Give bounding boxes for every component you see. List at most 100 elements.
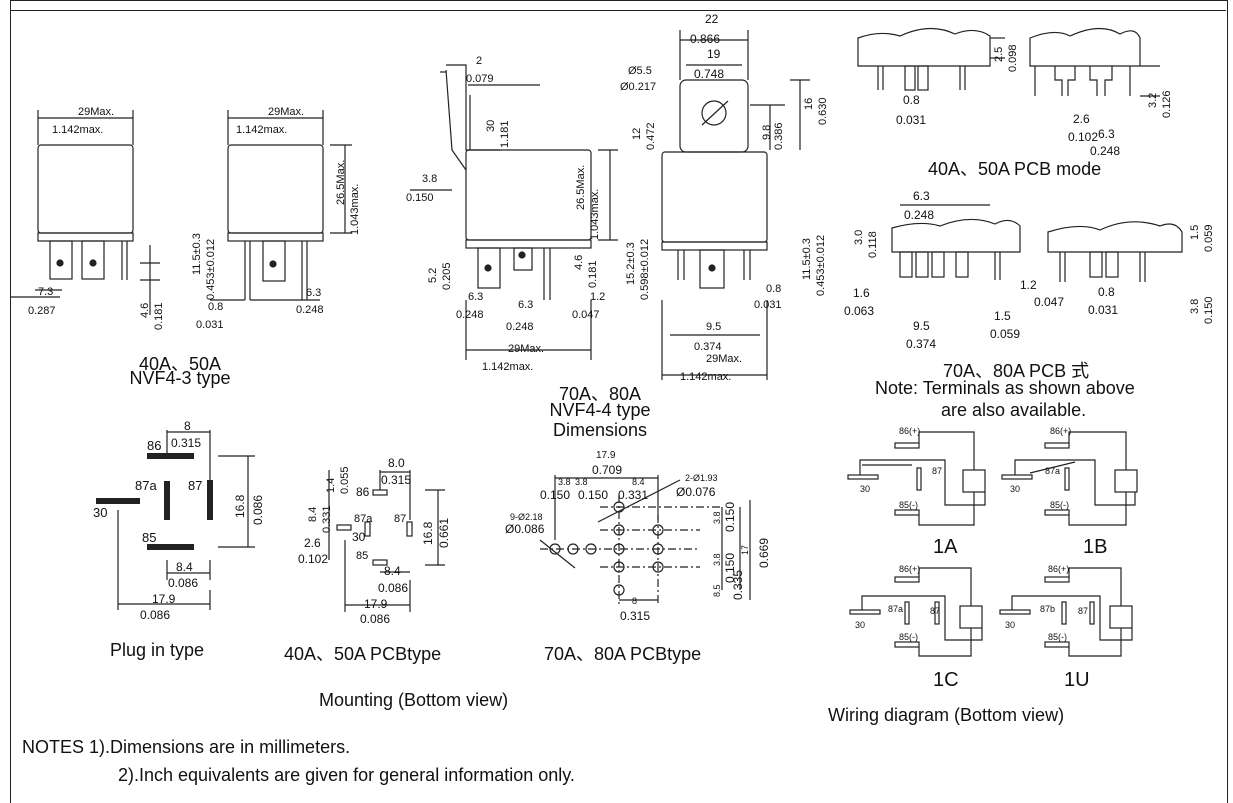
caption-pcb-type-40-50: 40A、50A PCBtype — [284, 644, 442, 664]
w1c-85: 85(-) — [899, 632, 918, 642]
plug-dim-0-086: 0.086 — [251, 495, 265, 525]
pcb2-dim-17-9: 17.9 — [596, 450, 616, 461]
dim-height-in-3: 1.043max. — [589, 189, 601, 240]
pcb2-dim-0-315: 0.315 — [620, 609, 650, 623]
pcb2-dim-3-8c: 3.8 — [712, 511, 722, 524]
dim-30: 30 — [485, 120, 497, 132]
caption-pcb-mode-70-80: 70A、80A PCB 式 — [943, 361, 1090, 381]
relay-nvf4-4-side — [410, 64, 618, 360]
wiring-1c — [849, 567, 983, 657]
pcb-pin-87: 87 — [394, 513, 406, 525]
caption-nvf44-dim: Dimensions — [552, 420, 648, 440]
dim-1-181: 1.181 — [499, 120, 511, 148]
dim-0-8c: 0.8 — [903, 93, 920, 107]
dim-12: 12 — [631, 128, 643, 140]
dim-0-8: 0.8 — [208, 301, 223, 313]
caption-note-line1: Note: Terminals as shown above — [875, 378, 1135, 398]
dim-3-2: 3.2 — [1147, 93, 1159, 108]
dim-16: 16 — [803, 98, 815, 110]
dim-3-8: 3.8 — [422, 173, 437, 185]
dim-1-2: 1.2 — [590, 291, 605, 303]
dim-19: 19 — [707, 47, 721, 61]
dim-0-386: 0.386 — [773, 122, 785, 150]
dim-height: 26.5Max. — [335, 160, 347, 205]
dim-11-5: 11.5±0.3 — [191, 233, 203, 275]
dim-0-079: 0.079 — [466, 73, 494, 85]
dim-0-047b: 0.047 — [1034, 295, 1064, 309]
pcb2-dim-0-150c: 0.150 — [723, 502, 737, 532]
w1a-85: 85(-) — [899, 500, 918, 510]
w1c-87: 87 — [930, 606, 940, 616]
pcb-dim-8-4: 8.4 — [384, 564, 401, 578]
dim-0-748: 0.748 — [694, 67, 724, 81]
wiring-1u — [999, 567, 1133, 657]
dim-0-063: 0.063 — [844, 304, 874, 318]
dim-0-102: 0.102 — [1068, 130, 1098, 144]
dim-0-031: 0.031 — [196, 319, 224, 331]
pcb-pin-87a: 87a — [354, 513, 373, 525]
w1b-30: 30 — [1010, 484, 1020, 494]
w1c-30: 30 — [855, 620, 865, 630]
plug-dim-0-315: 0.315 — [171, 436, 201, 450]
wiring-label-1a: 1A — [933, 536, 958, 558]
dim-0-374b: 0.374 — [906, 337, 936, 351]
dim-4-6: 4.6 — [139, 303, 151, 318]
pcb-pin-86: 86 — [356, 485, 370, 499]
caption-nvf43-sub: NVF4-3 type — [129, 368, 231, 388]
pcb2-dim-0-709: 0.709 — [592, 463, 622, 477]
dim-0-472: 0.472 — [645, 122, 657, 150]
pcb-type-40-50 — [328, 470, 445, 612]
notes-line-1: NOTES 1).Dimensions are in millimeters. — [22, 737, 351, 757]
dim-22: 22 — [705, 12, 719, 26]
dim-0-248e: 0.248 — [904, 208, 934, 222]
dim-width-in-2: 1.142max. — [236, 124, 287, 136]
pcb-dim-0-102: 0.102 — [298, 552, 328, 566]
pcb-pin-30: 30 — [352, 530, 366, 544]
dim-1-5: 1.5 — [1189, 225, 1201, 240]
dim-9-5b: 9.5 — [913, 319, 930, 333]
wiring-1a — [847, 431, 986, 526]
w1u-85: 85(-) — [1048, 632, 1067, 642]
pcb-type-70-80 — [539, 475, 751, 605]
dim-3-8b: 3.8 — [1189, 299, 1201, 314]
plug-dim-16-8: 16.8 — [233, 494, 247, 518]
caption-note-line2: are also available. — [941, 400, 1087, 420]
relay-nvf4-3-side — [210, 110, 352, 301]
pin-87a: 87a — [135, 478, 157, 493]
w1c-86: 86(+) — [899, 564, 920, 574]
dim-0-8b: 0.8 — [766, 283, 781, 295]
plug-in-diagram — [96, 430, 255, 610]
pcb-dim-16-8: 16.8 — [421, 521, 435, 545]
dim-1-5b: 1.5 — [994, 309, 1011, 323]
pin-85: 85 — [142, 530, 156, 545]
dim-dia-0-217: Ø0.217 — [620, 81, 656, 93]
dim-0-598: 0.598±0.012 — [639, 239, 651, 300]
dim-width-in-3: 1.142max. — [482, 361, 533, 373]
dim-width-in: 1.142max. — [52, 124, 103, 136]
dim-2: 2 — [476, 55, 482, 67]
dim-0-248: 0.248 — [296, 304, 324, 316]
drawing-frame — [10, 0, 1228, 803]
plug-dim-8: 8 — [184, 419, 191, 433]
pcb-dim-0-661: 0.661 — [437, 518, 451, 548]
pcb-dim-0-055: 0.055 — [339, 466, 351, 494]
dim-4-6b: 4.6 — [573, 255, 585, 270]
dim-0-126: 0.126 — [1161, 90, 1173, 118]
pcb2-dim-8-4: 8.4 — [632, 477, 645, 487]
dim-0-374: 0.374 — [694, 341, 722, 353]
dim-2-6: 2.6 — [1073, 112, 1090, 126]
dim-11-5b: 11.5±0.3 — [801, 238, 813, 280]
dim-0-031d: 0.031 — [1088, 303, 1118, 317]
dim-0-031c: 0.031 — [896, 113, 926, 127]
pin-87: 87 — [188, 478, 202, 493]
pcb2-dim-0-150d: 0.150 — [723, 553, 737, 583]
pcb-dim-0-331: 0.331 — [321, 505, 333, 533]
caption-pcb-type-70-80: 70A、80A PCBtype — [544, 644, 702, 664]
w1u-86: 86(+) — [1048, 564, 1069, 574]
dim-3-0: 3.0 — [853, 230, 865, 245]
wiring-label-1u: 1U — [1064, 669, 1090, 691]
dim-0-059b: 0.059 — [990, 327, 1020, 341]
dim-width: 29Max. — [78, 106, 114, 118]
wiring-label-1c: 1C — [933, 669, 959, 691]
